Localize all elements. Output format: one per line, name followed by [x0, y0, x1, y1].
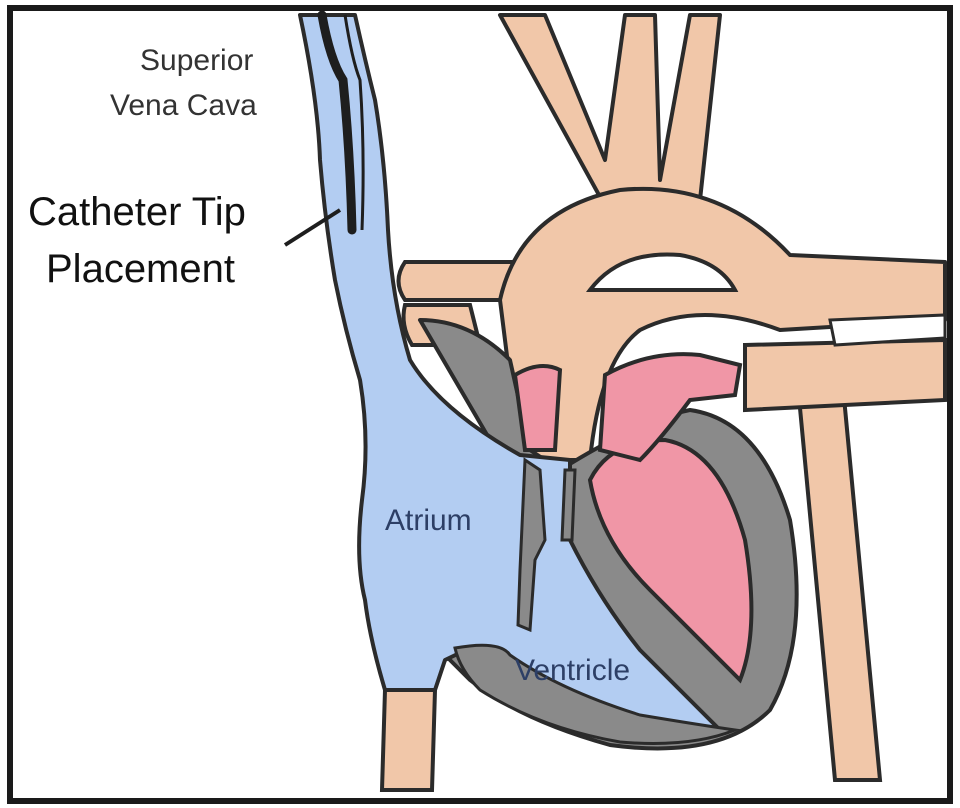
catheter-tip-label-line1: Catheter Tip — [28, 190, 246, 234]
ventricle-floor-wall — [453, 643, 741, 745]
arch-window — [585, 252, 739, 292]
interventricular-septum — [516, 457, 547, 633]
pulmonary-gap — [828, 313, 947, 347]
aortic-arch — [498, 186, 947, 462]
left-pulmonary-artery — [743, 337, 947, 413]
inferior-vena-cava — [379, 688, 438, 792]
pulmonary-trunk — [512, 364, 563, 452]
left-ventricle — [587, 437, 754, 684]
catheter-tip-label-line2: Placement — [46, 247, 235, 291]
catheter-tip-pointer — [283, 208, 342, 247]
svc-label-line1: Superior — [140, 44, 253, 77]
ventricle-label: Ventricle — [515, 654, 630, 687]
catheter — [317, 10, 357, 235]
left-atrium — [597, 352, 743, 463]
septum-right — [560, 468, 577, 542]
svc-label-line2: Vena Cava — [110, 89, 257, 122]
catheter-tip-line — [343, 14, 365, 231]
atrium-label: Atrium — [385, 504, 472, 537]
